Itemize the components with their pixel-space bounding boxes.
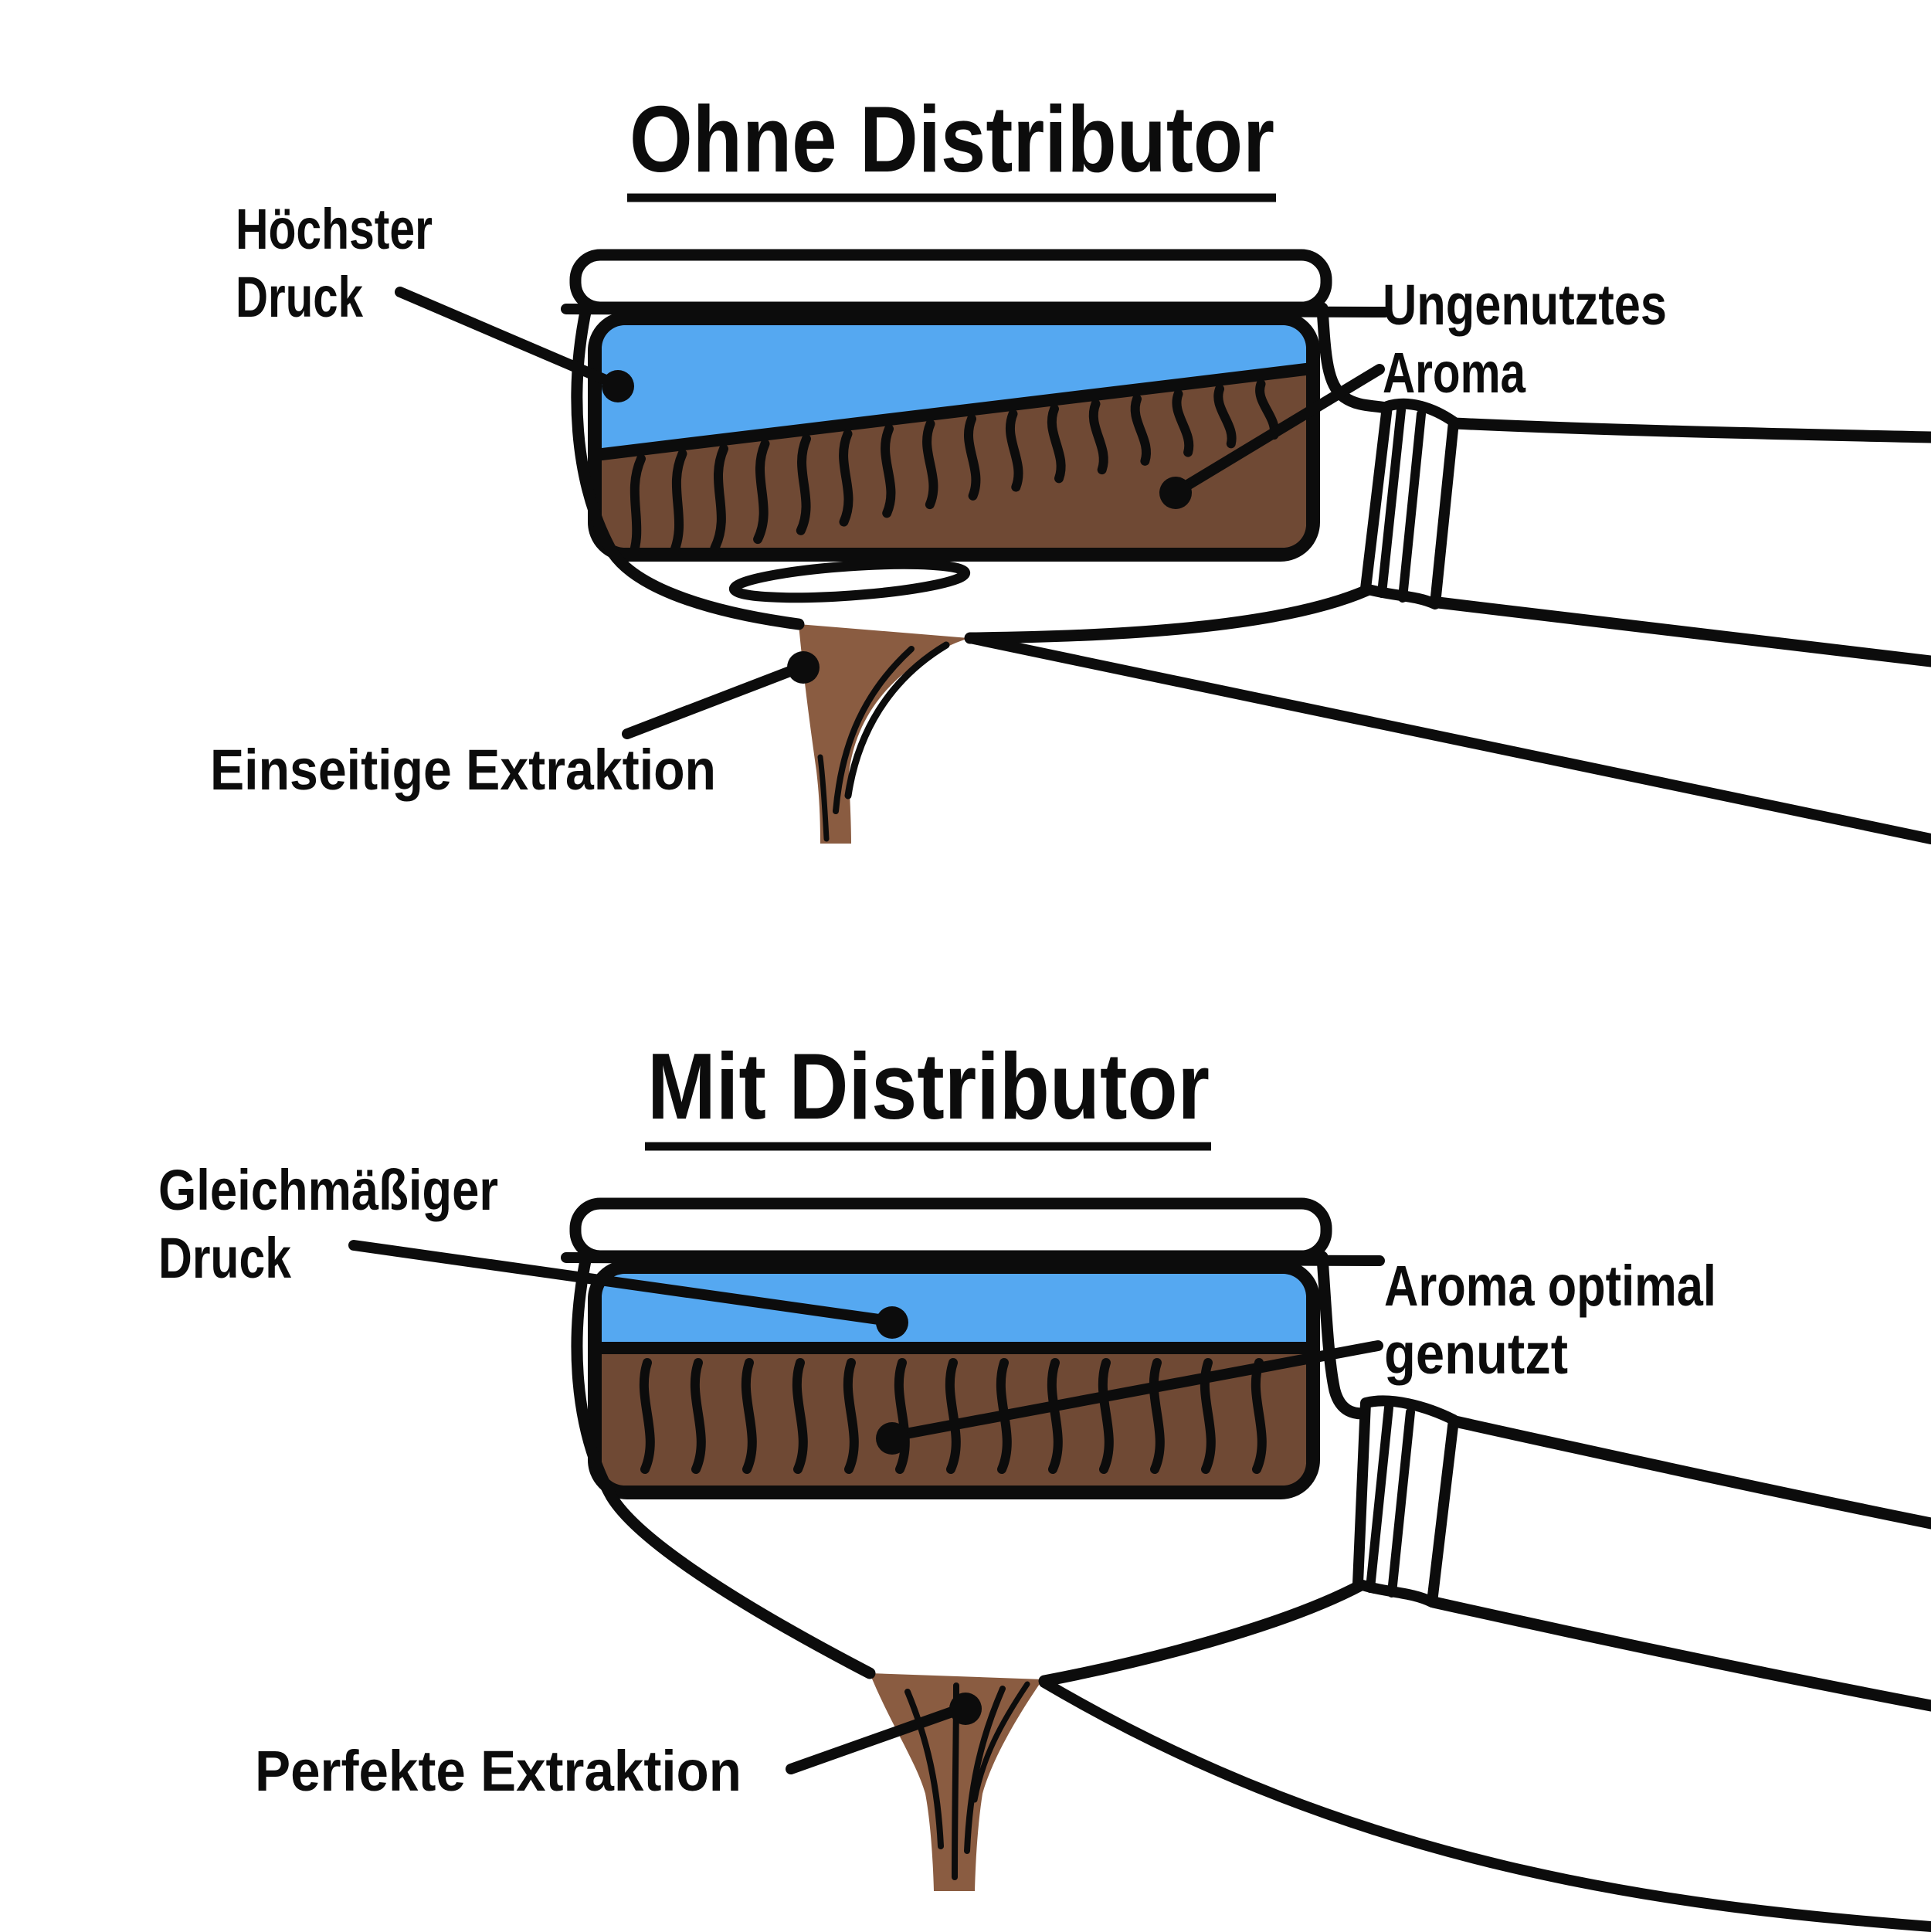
handle-bottom-line <box>1427 1596 1931 1712</box>
label-aroma-line2: Aroma <box>1383 341 1526 405</box>
handle-collar-ridge <box>1377 406 1406 598</box>
label-pressure-line1: Gleichmäßiger <box>158 1158 498 1222</box>
coffee-wave <box>894 1358 910 1474</box>
coffee-wave <box>1130 394 1151 466</box>
coffee-waves-top <box>624 379 1279 548</box>
coffee-wave <box>639 1358 655 1474</box>
coffee-wave <box>753 439 770 545</box>
label-aroma-line1: Ungenutztes <box>1383 273 1667 337</box>
portafilter-body-bottom <box>1038 1579 1367 1687</box>
coffee-wave <box>922 419 938 510</box>
portafilter-body-bottom <box>964 584 1373 644</box>
coffee-wave <box>1213 384 1237 449</box>
label-aroma-line1: Aroma optimal <box>1384 1254 1716 1318</box>
stream-flow-line <box>844 641 950 800</box>
portafilter-body-right <box>1316 1251 1380 1420</box>
label-extraction: Perfekte Extraktion <box>255 1739 742 1803</box>
label-pressure-line2: Druck <box>236 265 364 329</box>
title-without-distributor: Ohne Distributor <box>630 87 1274 192</box>
stream-flow-line <box>904 1689 944 1849</box>
coffee-wave <box>741 1358 757 1474</box>
handle-bottom-line <box>1432 596 1931 667</box>
coffee-wave <box>1047 1358 1063 1474</box>
stream-flow-line <box>972 1681 1030 1803</box>
handle-collar-ridge <box>1366 1403 1393 1593</box>
diagram-without-distributor: Ohne Distributor Höchster Druck Ungenutz… <box>210 87 1931 844</box>
coffee-wave <box>792 1358 808 1474</box>
coffee-wave <box>843 1358 859 1474</box>
label-extraction: Einseitige Extraktion <box>210 738 716 802</box>
coffee-wave <box>1088 399 1108 475</box>
group-underside-line <box>965 633 1931 844</box>
coffee-wave <box>1172 389 1194 457</box>
coffee-wave <box>1047 404 1066 484</box>
coffee-wave <box>796 434 811 535</box>
coffee-wave <box>667 449 687 548</box>
portafilter-body-left <box>571 302 805 630</box>
coffee-wave <box>945 1358 961 1474</box>
title-with-distributor: Mit Distributor <box>647 1034 1210 1139</box>
rim-base-line <box>561 1252 1385 1266</box>
label-pressure-line2: Druck <box>158 1226 292 1290</box>
coffee-wave <box>1005 409 1023 492</box>
callout-dot-extraction <box>787 651 820 684</box>
callout-dot-pressure <box>876 1306 908 1339</box>
label-pressure-line1: Höchster <box>236 197 433 261</box>
basket-underside-slot <box>728 559 971 603</box>
coffee-wave <box>1149 1358 1165 1474</box>
basket-contents <box>602 325 1306 548</box>
coffee-wave <box>690 1358 706 1474</box>
coffee-wave <box>1251 1358 1267 1474</box>
leader-aroma <box>892 1340 1383 1441</box>
stream-flow-line <box>964 1686 1006 1854</box>
handle-collar-ridge <box>1398 409 1426 603</box>
leader-extraction <box>786 1703 966 1774</box>
stream-flow-line <box>817 754 830 842</box>
stream-flow-line <box>833 646 915 814</box>
coffee-wave <box>839 429 854 527</box>
callout-dot-aroma <box>876 1422 908 1455</box>
portafilter-rim <box>569 249 1332 314</box>
group-underside-line <box>1039 1677 1931 1932</box>
coffee-wave <box>1098 1358 1114 1474</box>
handle-top-line <box>1449 1415 1931 1530</box>
water-layer-even <box>602 1274 1306 1348</box>
coffee-wave <box>881 424 896 518</box>
leader-aroma <box>1172 364 1385 497</box>
coffee-bed-uneven <box>602 369 1306 548</box>
water-coffee-boundary <box>602 363 1306 460</box>
handle-top-line <box>1447 417 1931 443</box>
basket-contents <box>602 1274 1306 1486</box>
portafilter-rim <box>569 1197 1332 1262</box>
portafilter-body-left <box>571 1251 876 1679</box>
callout-dot-pressure <box>602 370 634 402</box>
diagram-with-distributor: Mit Distributor Gleichmäßiger Druck Arom… <box>158 1034 1931 1932</box>
callout-dot-extraction <box>949 1693 982 1725</box>
handle-collar-ridge <box>1387 1407 1415 1598</box>
callout-dot-aroma <box>1159 477 1192 509</box>
leader-pressure <box>348 1240 895 1326</box>
rim-base-line <box>561 304 1390 317</box>
coffee-wave <box>624 453 646 548</box>
coffee-wave <box>710 443 728 548</box>
leader-pressure <box>395 287 620 389</box>
leader-extraction <box>622 662 806 739</box>
coffee-wave <box>964 414 981 501</box>
label-aroma-line2: genutzt <box>1384 1322 1568 1386</box>
water-layer-uneven <box>602 325 1306 454</box>
